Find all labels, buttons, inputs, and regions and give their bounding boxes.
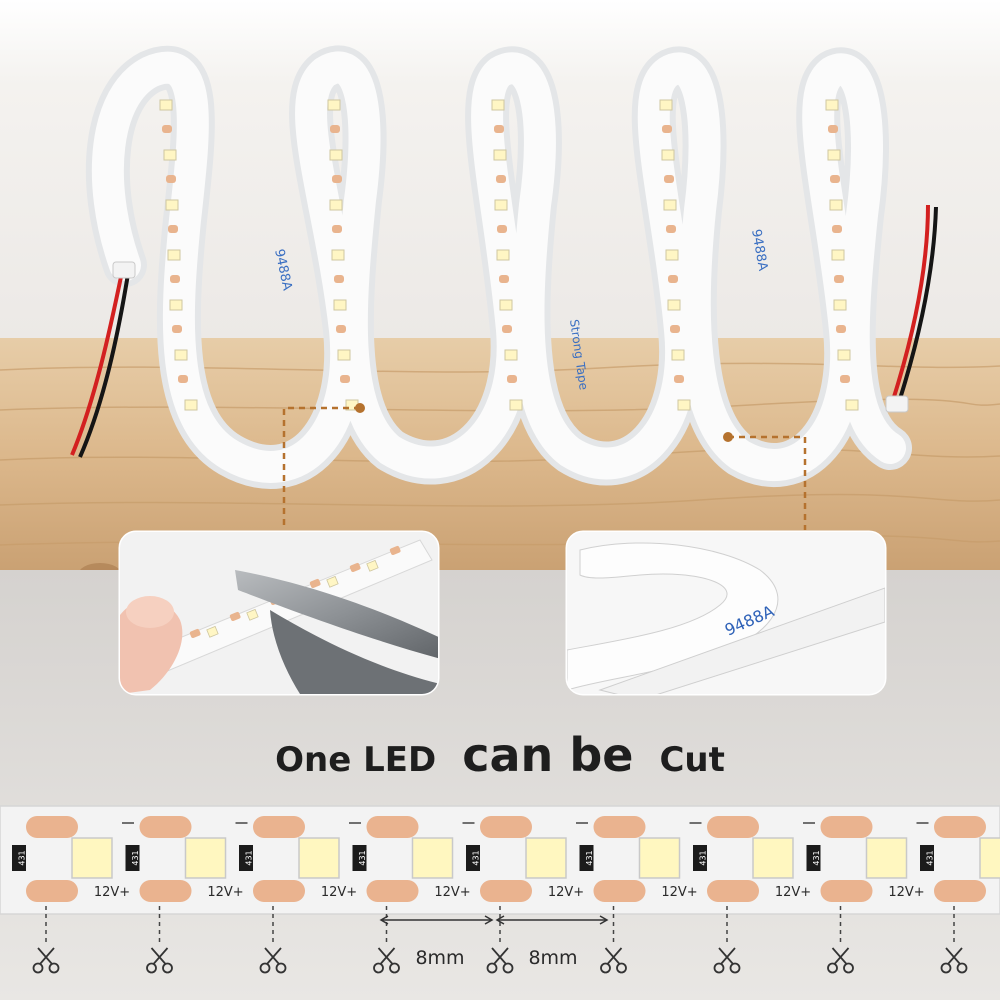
resistor-label: 431 (245, 850, 254, 865)
copper-pad-bottom (934, 880, 986, 902)
led-chip (411, 837, 454, 879)
resistor-label: 431 (131, 850, 140, 865)
resistor-label: 431 (699, 850, 708, 865)
copper-pad-top (707, 816, 759, 838)
voltage-label: 12V+ (434, 885, 470, 900)
coil-led-chips (159, 99, 859, 411)
resistor-label: 431 (812, 850, 821, 865)
led-chip (184, 837, 227, 879)
headline: One LED can be Cut (0, 728, 1000, 808)
leader-line-left (282, 406, 360, 530)
resistor (806, 845, 821, 871)
leader-line-right (728, 435, 807, 530)
copper-pad-bottom (366, 880, 419, 902)
copper-pad-bottom (593, 880, 646, 902)
resistor (693, 845, 707, 871)
copper-pad-top (253, 816, 305, 838)
voltage-label: 12V+ (321, 885, 357, 900)
led-chip (638, 837, 681, 879)
scissors-icon (827, 947, 854, 974)
scissors-icon (940, 947, 968, 974)
copper-pad-top (366, 816, 419, 838)
voltage-label: 12V+ (207, 885, 243, 900)
copper-pad-bottom (707, 880, 759, 902)
headline-part-2: can be (462, 728, 634, 782)
dimension-markers (379, 915, 609, 925)
scissors-icon (146, 947, 173, 974)
scissors-icon (32, 947, 60, 974)
scissors-icon (713, 947, 741, 974)
copper-pad-top (820, 816, 873, 838)
resistor (579, 845, 594, 871)
resistor (352, 845, 367, 871)
led-chip (752, 837, 794, 879)
dimension-label-1: 8mm (415, 947, 464, 969)
copper-pad-bottom (139, 880, 192, 902)
copper-pad-bottom (26, 880, 78, 902)
led-chip (865, 837, 908, 879)
cut-marks (32, 906, 968, 974)
headline-part-3: Cut (659, 740, 725, 780)
copper-pad-top (934, 816, 986, 838)
left-wires (70, 261, 136, 458)
strip-segment: 431 12V+ (125, 816, 248, 902)
strip-segment: 431 12V+ (579, 816, 702, 902)
peeled-backing (567, 542, 779, 691)
resistor (466, 845, 480, 871)
resistor (125, 845, 140, 871)
scissors-icon (373, 947, 400, 974)
strip-segment: 431 12V+ (806, 816, 929, 902)
strip-segment: 431 12V+ (12, 816, 134, 902)
dimension-label-2: 8mm (528, 947, 577, 969)
resistor-label: 431 (926, 850, 935, 865)
scissor-blade-upper (235, 570, 438, 660)
led-chip (979, 837, 1000, 879)
strip-segment: 431 12V+ (352, 816, 475, 902)
strip-segment: 431 12V+ (466, 816, 588, 902)
voltage-label: 12V+ (775, 885, 811, 900)
coil-copper-pads (162, 125, 850, 383)
resistor-label: 431 (585, 850, 594, 865)
scissors-icon (486, 947, 514, 974)
scissors-icon (600, 947, 627, 974)
led-strip-coil: 9488A Strong Tape 9488A (85, 45, 912, 489)
voltage-label: 12V+ (94, 885, 130, 900)
resistor (920, 845, 934, 871)
inset-tape-photo: 9488A (565, 530, 887, 696)
tape-strip (598, 587, 885, 694)
coil-tape-face (91, 51, 906, 483)
coil-tape-print-3: 9488A (748, 228, 770, 272)
strip-segment: 431 12V+ (693, 816, 815, 902)
resistor (12, 845, 26, 871)
resistor (239, 845, 253, 871)
right-wires (885, 204, 938, 413)
led-chip (525, 837, 567, 879)
strip-segments: 431 12V+ 431 12V+ 431 12V+ 431 12V+ 431 12V+ 431 12… (12, 816, 1000, 902)
led-chip (71, 837, 113, 879)
scissors-icon (259, 947, 287, 974)
voltage-label: 12V+ (888, 885, 924, 900)
scissor-blade-lower (270, 610, 438, 694)
copper-pad-top (480, 816, 532, 838)
copper-pad-top (139, 816, 192, 838)
copper-pad-top (593, 816, 646, 838)
resistor-label: 431 (358, 850, 367, 865)
inset-cutting-photo (118, 530, 440, 696)
leader-dot-right (723, 432, 733, 442)
strip-segment: 431 12V+ (239, 816, 361, 902)
led-chip (298, 837, 340, 879)
strip-detail: 431 12V+ 431 12V+ 431 12V+ 431 12V+ 431 12V+ 431 12… (0, 805, 1000, 915)
headline-part-1: One LED (275, 740, 437, 780)
copper-pad-top (26, 816, 78, 838)
voltage-label: 12V+ (548, 885, 584, 900)
copper-pad-bottom (820, 880, 873, 902)
leader-dot-left (355, 403, 365, 413)
copper-pad-bottom (480, 880, 532, 902)
copper-pad-bottom (253, 880, 305, 902)
resistor-label: 431 (472, 850, 481, 865)
resistor-label: 431 (18, 850, 27, 865)
voltage-label: 12V+ (661, 885, 697, 900)
